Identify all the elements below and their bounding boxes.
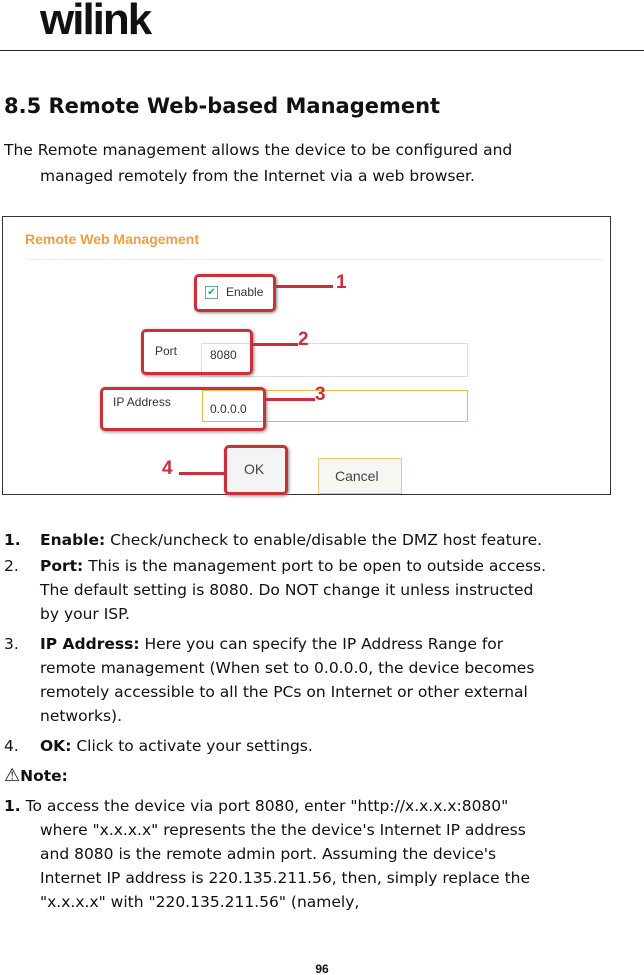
port-value: 8080 (210, 348, 237, 362)
item-term: Enable: (40, 531, 106, 549)
item-line: remotely accessible to all the PCs on In… (40, 683, 528, 701)
port-input[interactable] (201, 343, 468, 377)
intro-line: managed remotely from the Internet via a… (40, 167, 475, 185)
note-line: Internet IP address is 220.135.211.56, t… (40, 869, 531, 887)
item-line: This is the management port to be open t… (88, 557, 547, 575)
intro-line: The Remote management allows the device … (4, 141, 513, 159)
ip-input[interactable] (202, 390, 468, 422)
arrow-2 (253, 343, 298, 346)
ip-label: IP Address (113, 395, 171, 409)
screenshot-figure: Remote Web Management ✔ Enable 1 Port 80… (2, 216, 611, 495)
note-line: To access the device via port 8080, ente… (25, 797, 509, 815)
item-number: 4. (4, 737, 19, 755)
enable-label: Enable (226, 285, 264, 299)
note-item: 1. To access the device via port 8080, e… (4, 794, 508, 818)
port-label: Port (155, 344, 178, 358)
item-number: 2. (4, 557, 19, 575)
callout-3: 3 (315, 384, 326, 405)
cancel-label: Cancel (335, 468, 379, 484)
callout-4: 4 (162, 458, 173, 479)
item-line: The default setting is 8080. Do NOT chan… (40, 581, 534, 599)
ip-callout-box: IP Address 0.0.0.0 (100, 387, 266, 431)
item-number: 1. (4, 531, 21, 549)
note-heading: ⚠Note: (4, 764, 68, 788)
item-line: by your ISP. (40, 605, 130, 623)
item-line: networks). (40, 707, 122, 725)
list-item-text: OK: Click to activate your settings. (40, 734, 313, 758)
item-term: OK: (40, 737, 72, 755)
section-title: 8.5 Remote Web-based Management (4, 94, 441, 118)
ip-value: 0.0.0.0 (210, 402, 247, 416)
enable-checkbox[interactable]: ✔ (205, 286, 218, 299)
item-line: remote management (When set to 0.0.0.0, … (40, 659, 535, 677)
header-divider (0, 50, 644, 51)
note-line: "x.x.x.x" with "220.135.211.56" (namely, (40, 893, 360, 911)
arrow-3 (265, 398, 315, 401)
ok-label: OK (244, 461, 265, 477)
arrow-4 (179, 472, 225, 475)
ok-button[interactable]: OK (224, 445, 288, 495)
figure-divider (28, 259, 603, 260)
page-number: 96 (315, 962, 329, 975)
item-line: Here you can specify the IP Address Rang… (144, 635, 504, 653)
note-line: and 8080 is the remote admin port. Assum… (40, 845, 497, 863)
item-line: Check/uncheck to enable/disable the DMZ … (110, 531, 543, 549)
note-line: where "x.x.x.x" represents the the devic… (40, 821, 526, 839)
note-label: Note: (20, 767, 68, 785)
list-item-text: Enable: Check/uncheck to enable/disable … (40, 528, 542, 552)
warning-icon: ⚠ (4, 765, 21, 786)
arrow-1 (273, 285, 333, 288)
cancel-button[interactable]: Cancel (318, 458, 402, 494)
port-callout-box: Port 8080 (141, 329, 253, 375)
list-item: 1. (4, 528, 21, 552)
list-item-text: IP Address: Here you can specify the IP … (40, 632, 503, 656)
enable-callout-box: ✔ Enable (194, 274, 276, 312)
callout-1: 1 (336, 272, 347, 293)
item-term: IP Address: (40, 635, 140, 653)
list-item-text: Port: This is the management port to be … (40, 554, 546, 578)
item-line: Click to activate your settings. (76, 737, 313, 755)
item-number: 3. (4, 635, 19, 653)
callout-2: 2 (298, 329, 309, 350)
wilink-logo: wilink (40, 0, 152, 44)
figure-title: Remote Web Management (25, 231, 199, 247)
item-term: Port: (40, 557, 84, 575)
note-number: 1. (4, 797, 21, 815)
